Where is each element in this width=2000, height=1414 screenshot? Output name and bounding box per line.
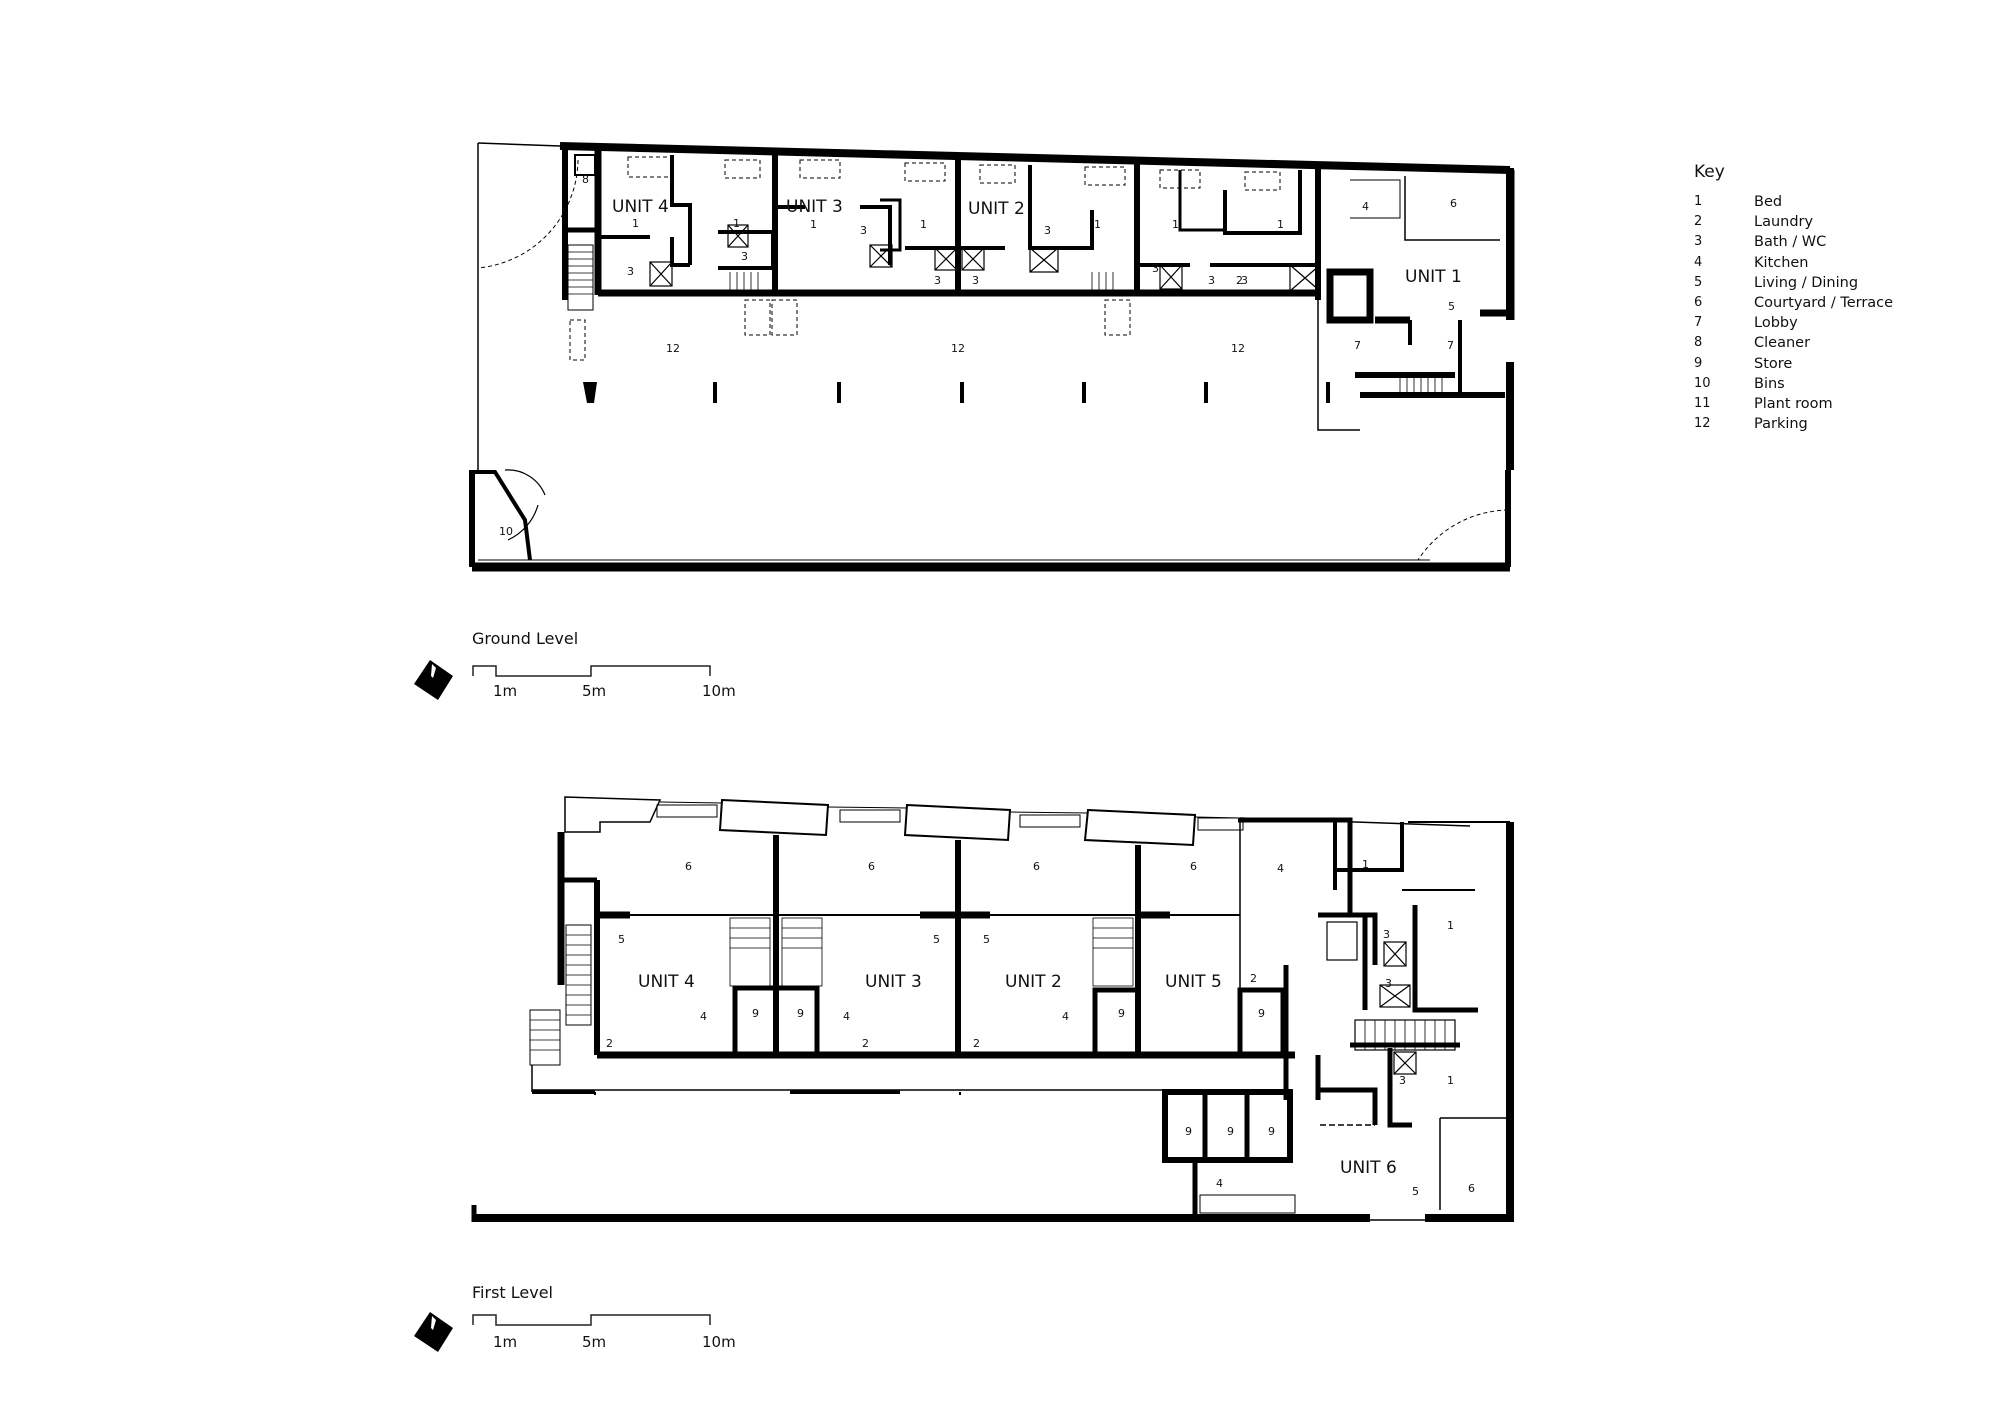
svg-text:3: 3 bbox=[1399, 1074, 1406, 1087]
svg-text:6: 6 bbox=[1450, 197, 1457, 210]
svg-text:1: 1 bbox=[1094, 218, 1101, 231]
legend-title: Key bbox=[1694, 162, 1725, 182]
svg-text:3: 3 bbox=[1383, 928, 1390, 941]
svg-text:3: 3 bbox=[1152, 262, 1159, 275]
svg-text:3: 3 bbox=[1208, 274, 1215, 287]
svg-text:9: 9 bbox=[1258, 1007, 1265, 1020]
first-level-title: First Level bbox=[472, 1283, 553, 1302]
svg-text:UNIT 3: UNIT 3 bbox=[865, 972, 922, 992]
svg-text:5: 5 bbox=[933, 933, 940, 946]
svg-text:1: 1 bbox=[733, 217, 740, 230]
scale-label-10m: 10m bbox=[702, 1333, 736, 1351]
svg-text:6: 6 bbox=[1468, 1182, 1475, 1195]
svg-text:9: 9 bbox=[1118, 1007, 1125, 1020]
first-level-scale-bar bbox=[472, 1314, 711, 1326]
svg-text:UNIT 2: UNIT 2 bbox=[1005, 972, 1062, 992]
svg-text:5: 5 bbox=[983, 933, 990, 946]
svg-text:8: 8 bbox=[582, 173, 589, 186]
svg-text:7: 7 bbox=[1447, 339, 1454, 352]
svg-text:7: 7 bbox=[1354, 339, 1361, 352]
svg-text:6: 6 bbox=[1190, 860, 1197, 873]
svg-text:9: 9 bbox=[752, 1007, 759, 1020]
svg-text:2: 2 bbox=[1236, 274, 1243, 287]
svg-text:6: 6 bbox=[868, 860, 875, 873]
svg-text:2: 2 bbox=[862, 1037, 869, 1050]
ground-level-scale-bar bbox=[472, 665, 711, 677]
svg-text:UNIT 2: UNIT 2 bbox=[968, 199, 1025, 219]
svg-text:1: 1 bbox=[920, 218, 927, 231]
svg-text:1: 1 bbox=[1447, 1074, 1454, 1087]
svg-text:UNIT 4: UNIT 4 bbox=[638, 972, 695, 992]
svg-text:1: 1 bbox=[1172, 218, 1179, 231]
svg-text:UNIT 6: UNIT 6 bbox=[1340, 1158, 1397, 1178]
scale-label-1m: 1m bbox=[493, 1333, 518, 1351]
svg-text:9: 9 bbox=[1185, 1125, 1192, 1138]
svg-text:9: 9 bbox=[1268, 1125, 1275, 1138]
svg-text:4: 4 bbox=[700, 1010, 707, 1023]
scale-label-10m: 10m bbox=[702, 682, 736, 700]
svg-text:3: 3 bbox=[972, 274, 979, 287]
svg-text:3: 3 bbox=[1241, 274, 1248, 287]
svg-text:5: 5 bbox=[618, 933, 625, 946]
svg-text:4: 4 bbox=[1062, 1010, 1069, 1023]
svg-text:UNIT 1: UNIT 1 bbox=[1405, 267, 1462, 287]
ground-level-plan bbox=[469, 142, 1515, 572]
svg-text:2: 2 bbox=[1250, 972, 1257, 985]
svg-text:UNIT 3: UNIT 3 bbox=[786, 197, 843, 217]
svg-text:4: 4 bbox=[1216, 1177, 1223, 1190]
svg-text:1: 1 bbox=[810, 218, 817, 231]
svg-text:10: 10 bbox=[499, 525, 513, 538]
svg-text:1: 1 bbox=[1277, 218, 1284, 231]
svg-text:3: 3 bbox=[741, 250, 748, 263]
svg-text:3: 3 bbox=[860, 224, 867, 237]
svg-text:2: 2 bbox=[973, 1037, 980, 1050]
svg-text:3: 3 bbox=[934, 274, 941, 287]
north-arrow-icon bbox=[414, 1312, 453, 1352]
svg-text:4: 4 bbox=[843, 1010, 850, 1023]
svg-text:1: 1 bbox=[1362, 858, 1369, 871]
svg-text:9: 9 bbox=[797, 1007, 804, 1020]
svg-text:UNIT 4: UNIT 4 bbox=[612, 197, 669, 217]
ground-level-title: Ground Level bbox=[472, 629, 579, 648]
svg-text:9: 9 bbox=[1227, 1125, 1234, 1138]
scale-label-5m: 5m bbox=[582, 682, 607, 700]
svg-text:3: 3 bbox=[1044, 224, 1051, 237]
svg-text:2: 2 bbox=[606, 1037, 613, 1050]
scale-label-1m: 1m bbox=[493, 682, 518, 700]
svg-text:1: 1 bbox=[632, 217, 639, 230]
svg-text:4: 4 bbox=[1277, 862, 1284, 875]
scale-label-5m: 5m bbox=[582, 1333, 607, 1351]
north-arrow-icon bbox=[414, 660, 453, 700]
svg-text:6: 6 bbox=[685, 860, 692, 873]
svg-text:12: 12 bbox=[666, 342, 680, 355]
first-level-plan bbox=[471, 796, 1514, 1222]
svg-text:3: 3 bbox=[627, 265, 634, 278]
svg-text:4: 4 bbox=[1362, 200, 1369, 213]
svg-text:12: 12 bbox=[951, 342, 965, 355]
svg-text:3: 3 bbox=[1385, 977, 1392, 990]
svg-text:12: 12 bbox=[1231, 342, 1245, 355]
svg-text:UNIT 5: UNIT 5 bbox=[1165, 972, 1222, 992]
svg-text:1: 1 bbox=[1447, 919, 1454, 932]
svg-text:6: 6 bbox=[1033, 860, 1040, 873]
svg-text:5: 5 bbox=[1448, 300, 1455, 313]
svg-text:5: 5 bbox=[1412, 1185, 1419, 1198]
